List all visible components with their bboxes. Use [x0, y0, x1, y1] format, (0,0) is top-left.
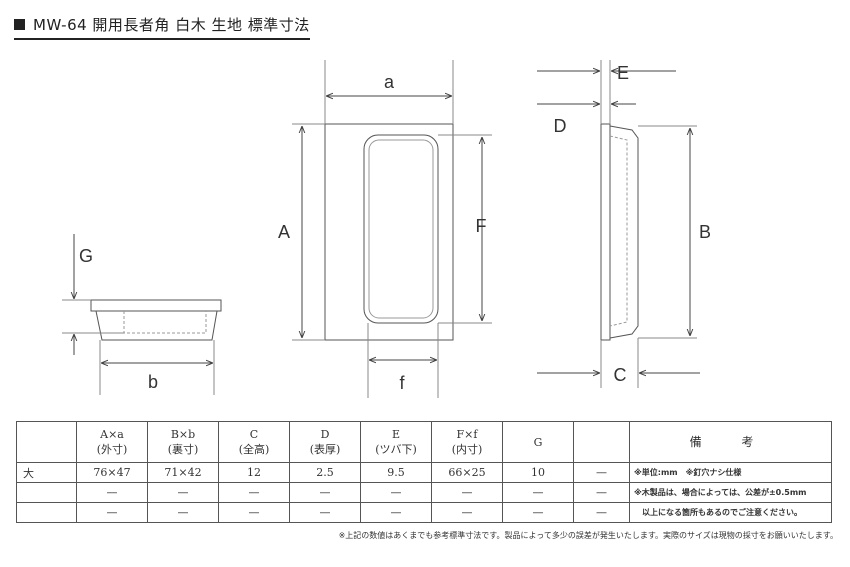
- front-view: [292, 60, 492, 398]
- header-cell: A×a(外寸): [76, 421, 148, 463]
- table-cell: —: [289, 502, 361, 523]
- label-f: f: [399, 373, 405, 393]
- label-C: C: [614, 365, 627, 385]
- label-D: D: [554, 116, 567, 136]
- label-G: G: [79, 246, 93, 266]
- inner-recess-bevel: [368, 139, 434, 319]
- outer-plate: [324, 123, 454, 341]
- table-row: 大 76×47 71×42 12 2.5 9.5 66×25 10 — ※単位:…: [16, 462, 832, 483]
- table-cell: 9.5: [360, 462, 432, 483]
- table-cell: 大: [16, 462, 77, 483]
- table-cell: —: [360, 482, 432, 503]
- label-F: F: [476, 216, 487, 236]
- header-cell: [16, 421, 77, 463]
- table-cell: 76×47: [76, 462, 148, 483]
- header-cell: C(全高): [218, 421, 290, 463]
- table-cell: —: [76, 502, 148, 523]
- title-text: MW-64 開用長者角 白木 生地 標準寸法: [33, 16, 310, 34]
- header-cell: [573, 421, 630, 463]
- label-b: b: [148, 372, 158, 392]
- note-cell: ※木製品は、場合によっては、公差が±0.5mm: [629, 482, 832, 503]
- label-B: B: [699, 222, 711, 242]
- table-cell: —: [218, 482, 290, 503]
- footnote: ※上記の数値はあくまでも参考標準寸法です。製品によって多少の誤差が発生いたします…: [338, 531, 838, 540]
- header-cell: G: [502, 421, 574, 463]
- label-a: a: [384, 72, 395, 92]
- notes-header: 備 考: [629, 421, 832, 463]
- side-flange: [600, 123, 611, 341]
- table-cell: —: [147, 482, 219, 503]
- side-view: [537, 60, 700, 388]
- table-cell: —: [431, 502, 503, 523]
- inner-recess: [363, 134, 439, 324]
- bottom-hidden-recess: [123, 311, 207, 334]
- table-cell: —: [147, 502, 219, 523]
- table-cell: —: [431, 482, 503, 503]
- side-hidden-recess: [609, 135, 628, 327]
- header-cell: B×b(裏寸): [147, 421, 219, 463]
- bottom-body: [95, 310, 218, 341]
- header-cell: F×f(内寸): [431, 421, 503, 463]
- table-cell: —: [76, 482, 148, 503]
- note-cell: ※単位:mm ※釘穴ナシ仕様: [629, 462, 832, 483]
- table-cell: —: [573, 482, 630, 503]
- note-cell: 以上になる箇所もあるのでご注意ください。: [629, 502, 832, 523]
- technical-drawing: a A F f E D B C: [62, 60, 711, 398]
- label-A: A: [278, 222, 290, 242]
- table-cell: [16, 482, 77, 503]
- table-cell: —: [218, 502, 290, 523]
- table-cell: 66×25: [431, 462, 503, 483]
- page-title: MW-64 開用長者角 白木 生地 標準寸法: [14, 14, 310, 40]
- table-cell: 10: [502, 462, 574, 483]
- side-body: [609, 125, 639, 339]
- table-cell: [16, 502, 77, 523]
- header-cell: E(ツバ下): [360, 421, 432, 463]
- square-bullet-icon: [14, 19, 25, 30]
- table-cell: 12: [218, 462, 290, 483]
- table-cell: —: [573, 462, 630, 483]
- table-cell: —: [502, 502, 574, 523]
- table-row: — — — — — — — — 以上になる箇所もあるのでご注意ください。: [16, 502, 832, 523]
- table-header-row: A×a(外寸) B×b(裏寸) C(全高) D(表厚) E(ツバ下) F×f(内…: [16, 421, 832, 463]
- table-cell: —: [289, 482, 361, 503]
- header-cell: D(表厚): [289, 421, 361, 463]
- table-cell: —: [360, 502, 432, 523]
- table-cell: —: [502, 482, 574, 503]
- bottom-view: [62, 234, 222, 395]
- bottom-flange: [90, 299, 222, 312]
- table-cell: —: [573, 502, 630, 523]
- label-E: E: [617, 63, 629, 83]
- spec-table: A×a(外寸) B×b(裏寸) C(全高) D(表厚) E(ツバ下) F×f(内…: [16, 421, 832, 523]
- table-cell: 2.5: [289, 462, 361, 483]
- table-cell: 71×42: [147, 462, 219, 483]
- table-row: — — — — — — — — ※木製品は、場合によっては、公差が±0.5mm: [16, 482, 832, 503]
